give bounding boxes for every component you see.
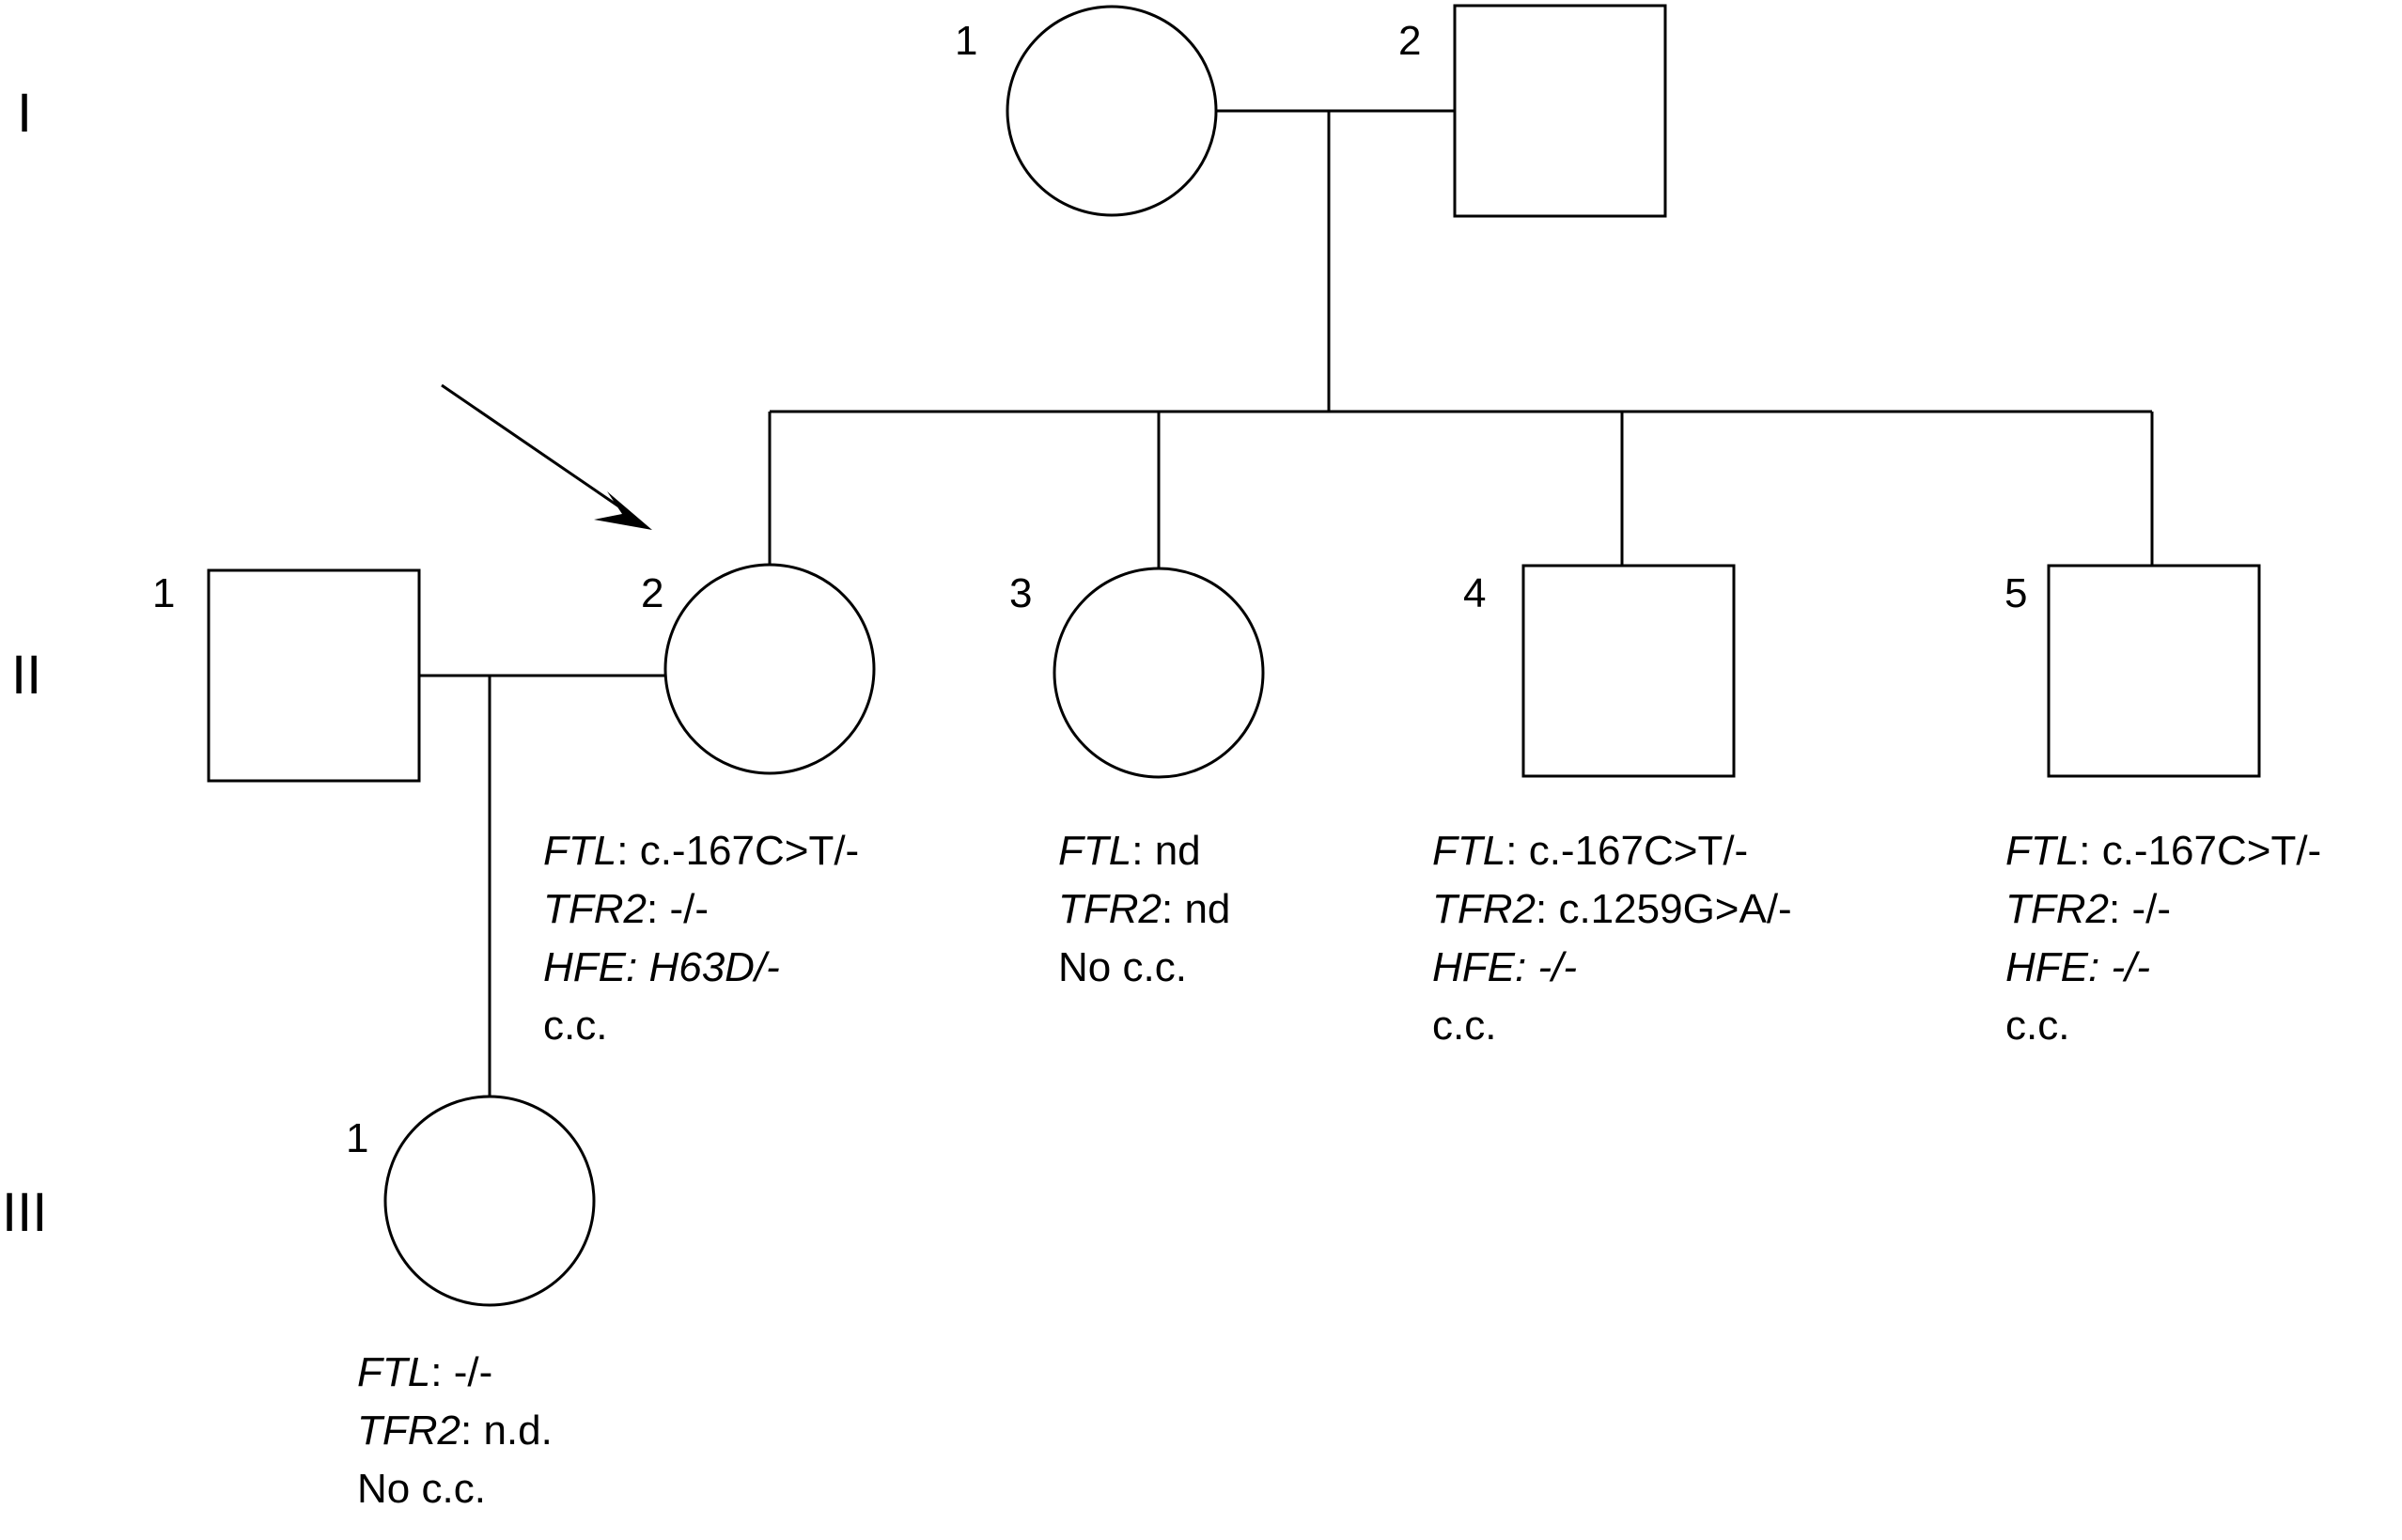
genotype-value: No c.c. [357, 1466, 486, 1512]
individual-number-i-1: 1 [955, 18, 977, 64]
genotype-line-ii4-2: TFR2: c.1259G>A/- [1432, 886, 1792, 932]
gene-name: TFR2 [2005, 886, 2109, 932]
genotype-value: n.d. [472, 1408, 553, 1454]
genotype-value: c.1259G>A/- [1547, 886, 1791, 932]
individual-ii-3-female [1053, 567, 1265, 779]
gene-separator: : [460, 1408, 472, 1454]
genotype-value: c.c. [2005, 1003, 2069, 1049]
genotype-line-iii1-3: No c.c. [357, 1466, 486, 1512]
genotype-value: -/- [442, 1349, 492, 1395]
genotype-line-ii3-2: TFR2: nd [1058, 886, 1230, 932]
genotype-line-ii5-1: FTL: c.-167C>T/- [2005, 828, 2321, 874]
individual-number-iii-1: 1 [346, 1115, 368, 1161]
genotype-line-ii4-1: FTL: c.-167C>T/- [1432, 828, 1748, 874]
gene-separator: : [1505, 828, 1517, 874]
genotype-value: c.-167C>T/- [628, 828, 859, 874]
gene-name: FTL [1432, 828, 1505, 874]
gene-name: FTL [1058, 828, 1131, 874]
genotype-value: nd [1143, 828, 1200, 874]
individual-ii-1-male [207, 568, 421, 783]
genotype-value: nd [1173, 886, 1230, 932]
gene-name: TFR2 [1058, 886, 1162, 932]
genotype-value: c.-167C>T/- [2090, 828, 2321, 874]
gene-separator: : H63D/- [626, 944, 780, 990]
gene-name: FTL [2005, 828, 2079, 874]
gene-separator: : [1162, 886, 1173, 932]
genotype-line-ii2-2: TFR2: -/- [543, 886, 709, 932]
gene-name: HFE [543, 944, 627, 990]
genotype-value: -/- [658, 886, 709, 932]
gene-name: FTL [543, 828, 616, 874]
gene-separator: : [647, 886, 658, 932]
genotype-line-ii4-3: HFE: -/- [1432, 944, 1577, 990]
genotype-value: c.c. [1432, 1003, 1496, 1049]
generation-label-ii: II [11, 645, 41, 706]
individual-i-2-male [1453, 4, 1667, 218]
individual-number-ii-1: 1 [152, 570, 175, 616]
gene-name: HFE [1432, 944, 1516, 990]
genotype-line-ii5-3: HFE: -/- [2005, 944, 2150, 990]
genotype-line-ii3-3: No c.c. [1058, 944, 1187, 990]
genotype-value: -/- [2120, 886, 2171, 932]
genotype-block-ii-5: FTL: c.-167C>T/-TFR2: -/-HFE: -/-c.c. [2005, 828, 2321, 1049]
individual-ii-2-female-proband [663, 563, 876, 775]
genotype-line-ii4-4: c.c. [1432, 1003, 1496, 1049]
gene-name: FTL [357, 1349, 430, 1395]
individual-ii-4-male [1521, 564, 1736, 778]
genotype-line-iii1-1: FTL: -/- [357, 1349, 492, 1395]
genotype-block-iii-1: FTL: -/- TFR2: n.d. No c.c. [357, 1349, 553, 1512]
gene-name: HFE [2005, 944, 2089, 990]
gene-name: TFR2 [357, 1408, 460, 1454]
genotype-block-ii-4: FTL: c.-167C>T/- TFR2: c.1259G>A/- HFE: -/… [1432, 828, 1792, 1049]
gene-separator: : [616, 828, 628, 874]
individual-iii-1-female [383, 1095, 596, 1307]
individual-number-ii-3: 3 [1009, 570, 1032, 616]
individual-i-1-female [1006, 5, 1218, 217]
individual-ii-5-male [2047, 564, 2261, 778]
gene-name: TFR2 [1432, 886, 1536, 932]
generation-label-i: I [17, 83, 32, 144]
gene-separator: : -/- [2088, 944, 2150, 990]
individual-number-ii-4: 4 [1463, 570, 1486, 616]
gene-separator: : [1536, 886, 1547, 932]
genotype-value: c.-167C>T/- [1517, 828, 1748, 874]
gene-separator: : [2109, 886, 2120, 932]
gene-separator: : [2079, 828, 2090, 874]
generation-label-iii: III [2, 1182, 47, 1243]
genotype-line-ii2-3: HFE: H63D/- [543, 944, 780, 990]
genotype-value: c.c. [543, 1003, 607, 1049]
genotype-line-ii5-2: TFR2: -/- [2005, 886, 2171, 932]
gene-name: TFR2 [543, 886, 647, 932]
individual-number-ii-5: 5 [2004, 570, 2027, 616]
proband-arrow-shaft [441, 383, 621, 509]
genotype-line-ii2-1: FTL: c.-167C>T/- [543, 828, 859, 874]
genotype-line-ii3-1: FTL: nd [1058, 828, 1201, 874]
gene-separator: : -/- [1515, 944, 1577, 990]
genotype-line-ii5-4: c.c. [2005, 1003, 2069, 1049]
individual-number-ii-2: 2 [641, 570, 663, 616]
gene-separator: : [1131, 828, 1143, 874]
individual-number-i-2: 2 [1398, 18, 1421, 64]
proband-arrow-icon [594, 491, 652, 530]
genotype-value: No c.c. [1058, 944, 1187, 990]
genotype-line-ii2-4: c.c. [543, 1003, 607, 1049]
gene-separator: : [430, 1349, 442, 1395]
genotype-block-ii-2: FTL: c.-167C>T/- TFR2: -/- HFE: H63D/- c.c. [543, 828, 859, 1049]
genotype-line-iii1-2: TFR2: n.d. [357, 1408, 553, 1454]
